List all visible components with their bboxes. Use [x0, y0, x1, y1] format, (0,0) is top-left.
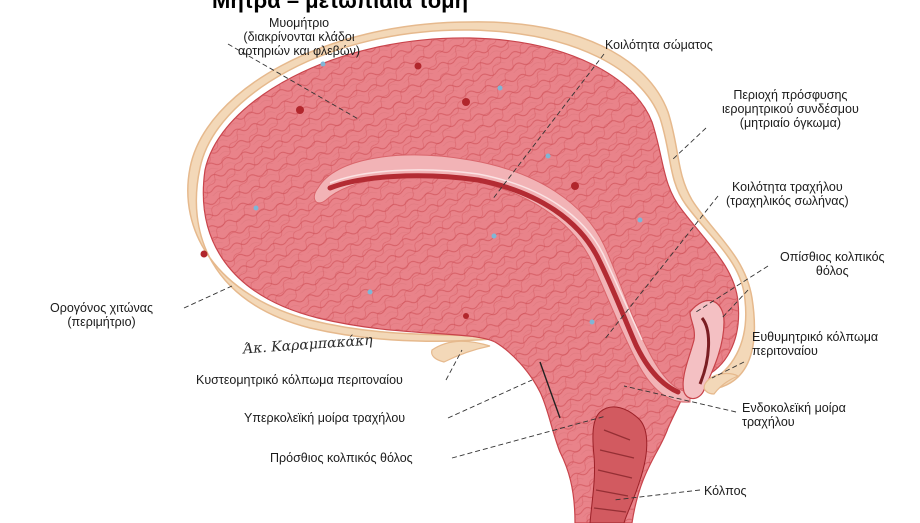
label-anterior-fornix: Πρόσθιος κολπικός θόλος	[270, 451, 413, 465]
vaginal-canal	[590, 407, 647, 523]
label-serosa: Ορογόνος χιτώνας (περιμήτριο)	[50, 301, 153, 329]
label-supravaginal-cervix: Υπερκολεϊκή μοίρα τραχήλου	[244, 411, 405, 425]
label-myometrium: Μυομήτριο (διακρίνονται κλάδοι αρτηριών …	[238, 16, 360, 58]
label-vesicouterine-pouch: Κυστεομητρικό κόλπωμα περιτοναίου	[196, 373, 403, 387]
label-cervical-canal: Κοιλότητα τραχήλου (τραχηλικός σωλήνας)	[726, 180, 849, 208]
label-broad-ligament: Περιοχή πρόσφυσης ιερομητρικού συνδέσμου…	[722, 88, 859, 130]
label-posterior-fornix: Οπίσθιος κολπικός θόλος	[780, 250, 885, 278]
label-vagina: Κόλπος	[704, 484, 747, 498]
label-vaginal-cervix: Ενδοκολεϊκή μοίρα τραχήλου	[742, 401, 846, 429]
label-rectouterine-pouch: Ευθυμητρικό κόλπωμα περιτοναίου	[752, 330, 878, 358]
label-body-cavity: Κοιλότητα σώματος	[605, 38, 713, 52]
